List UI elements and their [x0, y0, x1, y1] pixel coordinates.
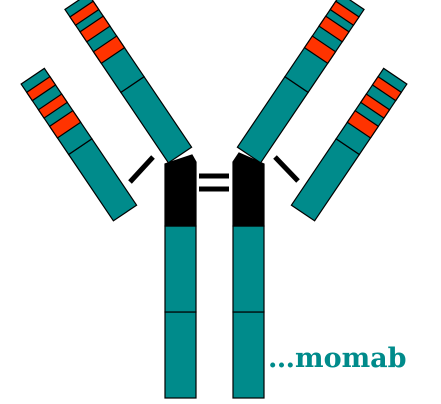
left-heavy-chain-ch1 [121, 77, 192, 163]
right-light-chain-variable [336, 68, 407, 154]
right-heavy-chain-ch2 [233, 226, 264, 312]
left-interchain-bond [130, 157, 153, 182]
left-heavy-chain-ch2 [165, 226, 196, 312]
left-light-chain [21, 68, 136, 220]
right-light-chain-constant [291, 139, 359, 221]
right-heavy-chain-ch1 [237, 77, 308, 163]
right-heavy-chain-ch3 [233, 312, 264, 398]
suffix-label: …momab [268, 344, 407, 374]
left-hinge [165, 155, 196, 226]
left-heavy-chain-ch3 [165, 312, 196, 398]
right-interchain-bond [275, 157, 298, 181]
left-light-chain-variable [21, 68, 92, 154]
left-light-chain-constant [69, 139, 137, 221]
right-hinge [233, 153, 264, 226]
disulfide-bonds [130, 157, 298, 189]
